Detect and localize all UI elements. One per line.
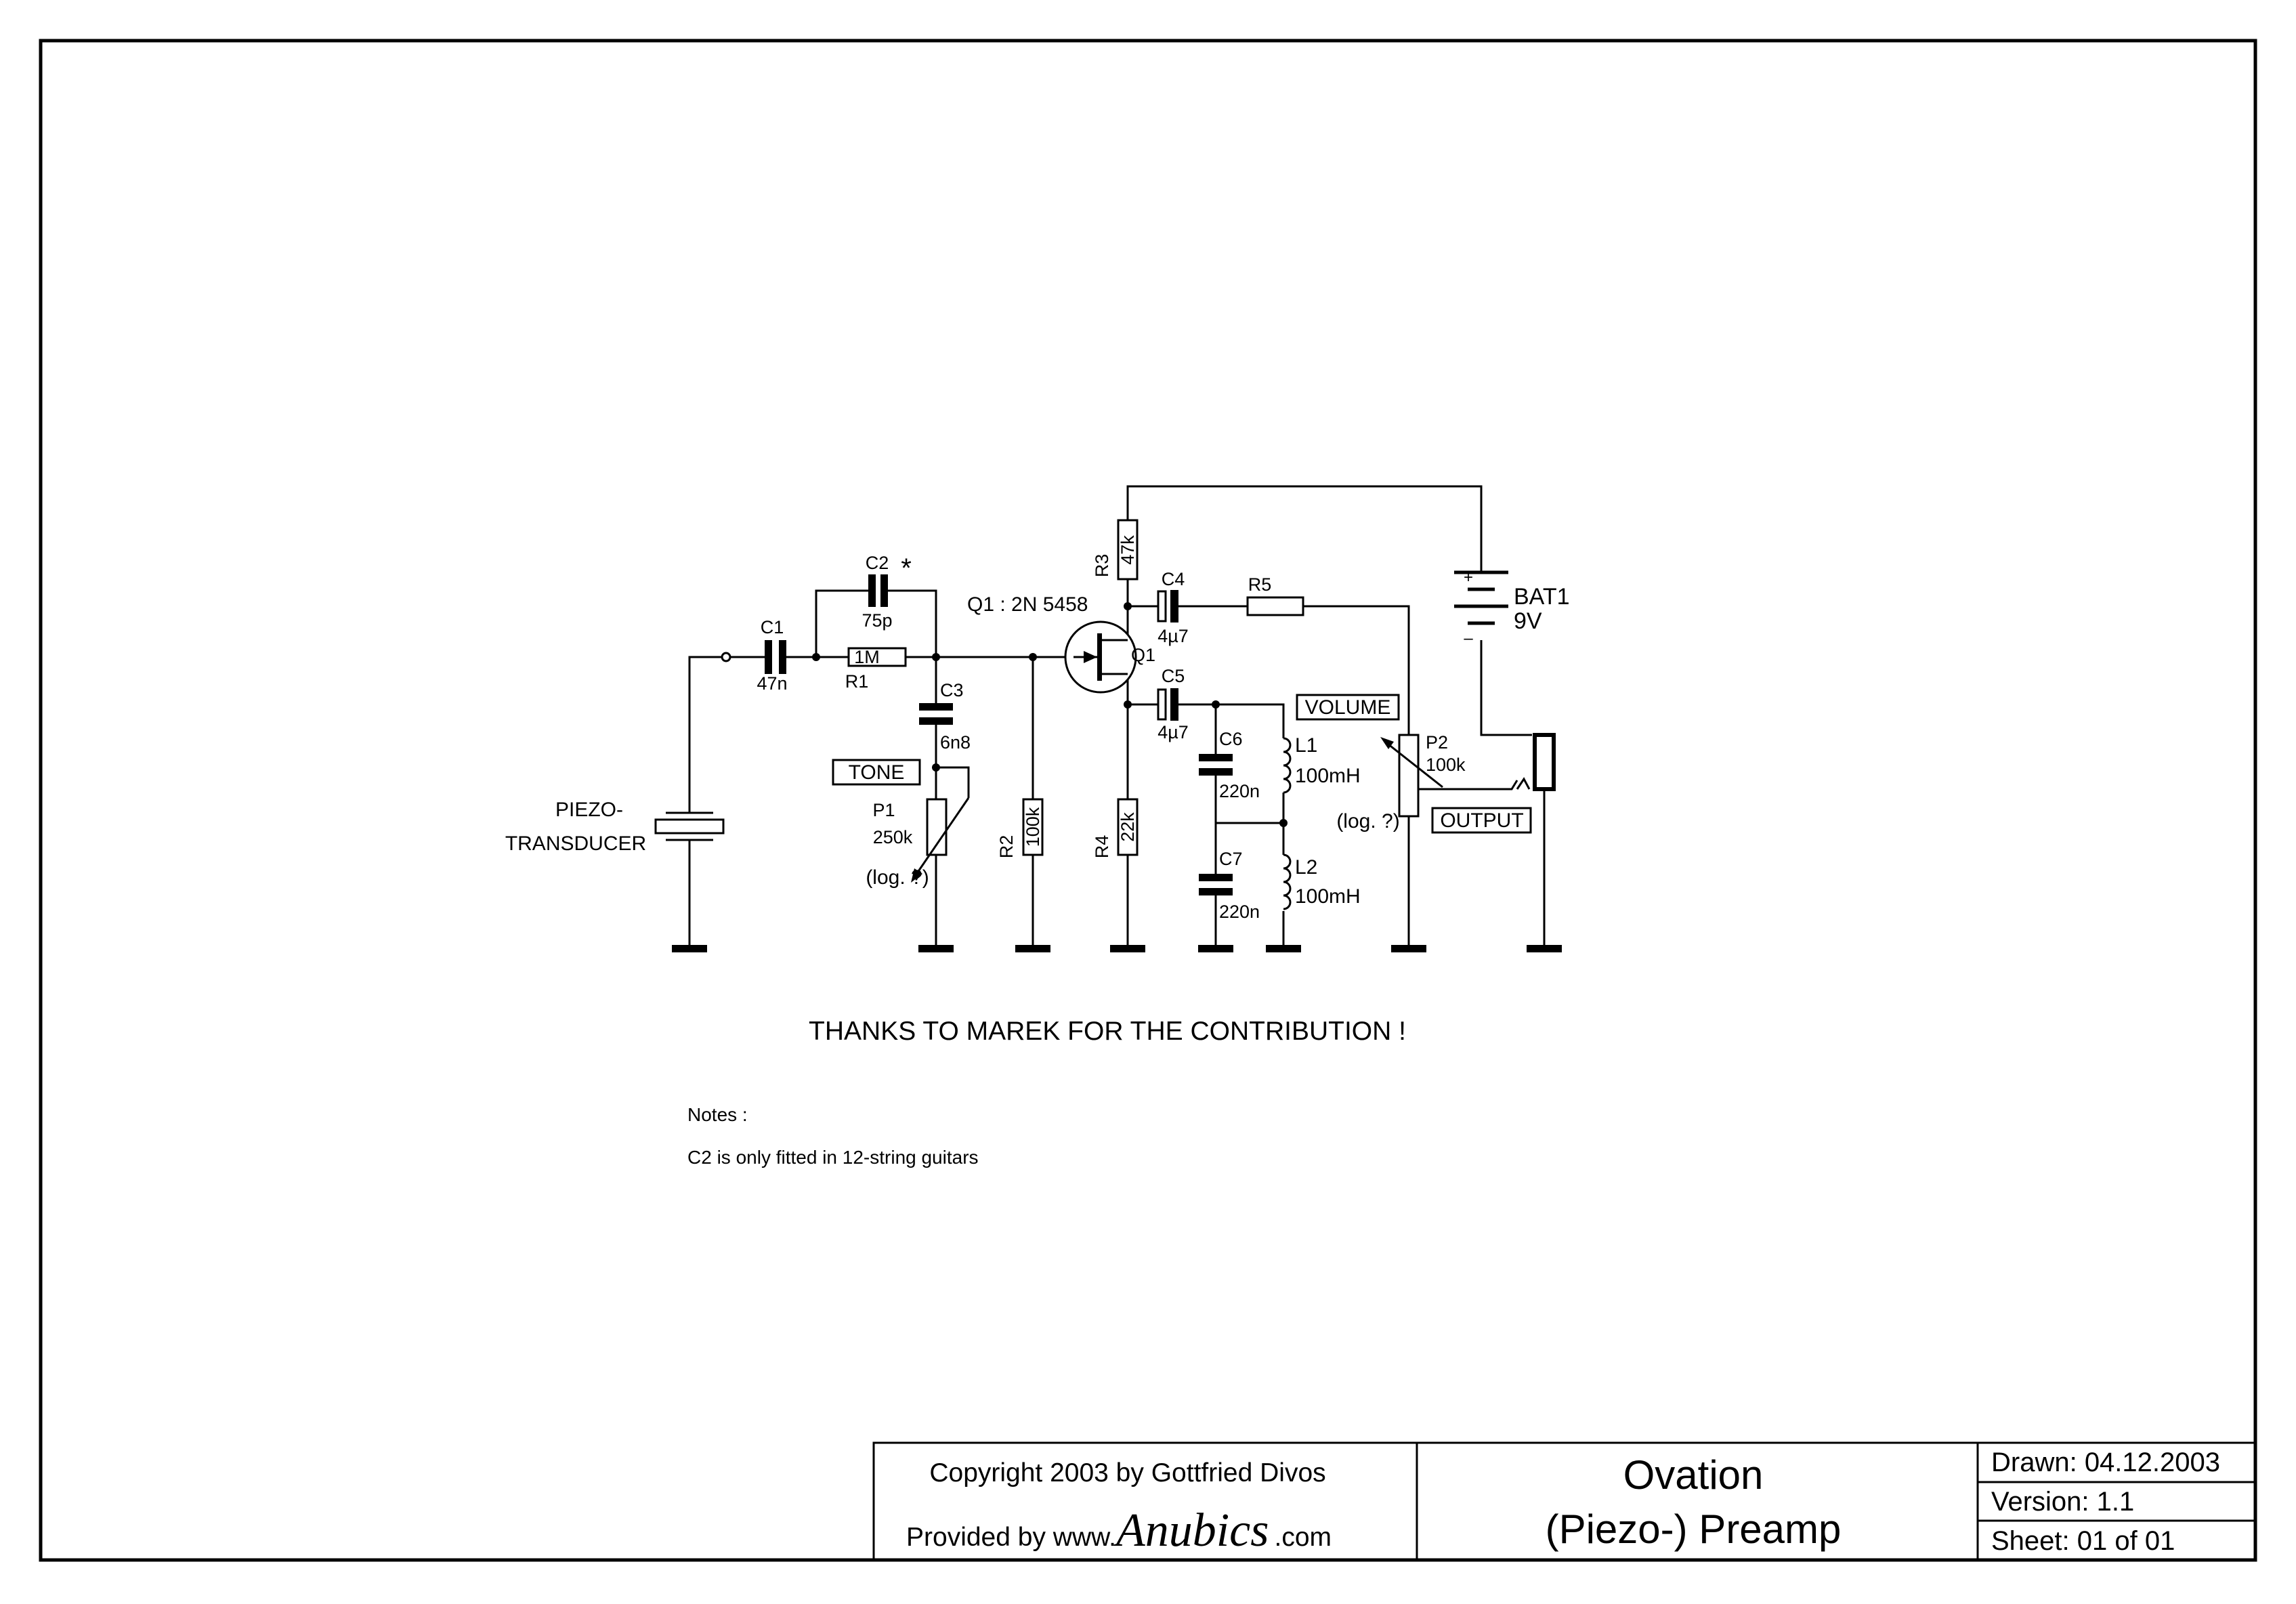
l1-ref: L1 bbox=[1295, 734, 1317, 757]
c7-value: 220n bbox=[1219, 902, 1260, 922]
notes-line: C2 is only fitted in 12-string guitars bbox=[687, 1147, 979, 1168]
c6-value: 220n bbox=[1219, 781, 1260, 801]
r3-ref: R3 bbox=[1092, 554, 1112, 578]
anubics-logo-text: Anubics bbox=[1113, 1504, 1269, 1557]
piezo-transducer bbox=[654, 811, 725, 841]
r5-ref: R5 bbox=[1248, 574, 1272, 595]
c5-ref: C5 bbox=[1162, 666, 1185, 686]
output-label-box bbox=[1431, 807, 1532, 834]
version-text: Version: 1.1 bbox=[1991, 1487, 2134, 1517]
resistor-r5 bbox=[1246, 596, 1304, 616]
p1-value: 250k bbox=[873, 827, 913, 847]
tone-label-box bbox=[832, 759, 921, 786]
output-jack bbox=[1516, 733, 1556, 791]
capacitor-c3 bbox=[919, 703, 953, 725]
c4-value: 4µ7 bbox=[1157, 626, 1189, 646]
p1-taper: (log. ?) bbox=[866, 866, 929, 889]
output-label: OUTPUT bbox=[1440, 809, 1523, 832]
wires bbox=[688, 485, 1546, 947]
capacitor-c2 bbox=[868, 574, 888, 607]
r4-ref: R4 bbox=[1092, 835, 1112, 859]
capacitor-c7 bbox=[1199, 874, 1233, 895]
c2-ref: C2 bbox=[866, 553, 889, 573]
capacitor-c4 bbox=[1157, 590, 1178, 622]
ground-symbols bbox=[672, 945, 1562, 952]
inductor-l1 bbox=[1283, 737, 1292, 794]
capacitor-c5 bbox=[1157, 688, 1178, 721]
notes-heading: Notes : bbox=[687, 1104, 748, 1125]
resistor-r2 bbox=[1022, 798, 1044, 856]
input-terminal bbox=[721, 652, 731, 662]
c3-ref: C3 bbox=[940, 680, 964, 700]
r2-ref: R2 bbox=[996, 835, 1017, 859]
capacitor-c6 bbox=[1199, 754, 1233, 776]
r4-value: 22k bbox=[1118, 812, 1138, 842]
junctions bbox=[812, 602, 1288, 827]
bat1-minus: – bbox=[1464, 629, 1473, 648]
piezo-label-line1: PIEZO- bbox=[555, 799, 623, 821]
transistor-q1 bbox=[1064, 620, 1137, 694]
c1-value: 47n bbox=[757, 673, 787, 694]
r2-value: 100k bbox=[1023, 807, 1043, 847]
c3-value: 6n8 bbox=[940, 732, 971, 753]
resistor-r3 bbox=[1117, 519, 1139, 581]
title-block bbox=[872, 1441, 2257, 1561]
battery-bat1 bbox=[1454, 570, 1508, 625]
c2-star-mark: * bbox=[901, 553, 912, 583]
p1-wiper-arrow bbox=[911, 797, 970, 883]
resistor-r4 bbox=[1117, 798, 1139, 856]
c7-ref: C7 bbox=[1219, 849, 1243, 869]
sheet-border bbox=[39, 39, 2257, 1562]
bat1-value: 9V bbox=[1514, 608, 1542, 634]
p2-wiper-arrow bbox=[1380, 737, 1443, 788]
c4-ref: C4 bbox=[1162, 569, 1185, 589]
l2-value: 100mH bbox=[1295, 885, 1361, 908]
l2-ref: L2 bbox=[1295, 856, 1317, 879]
thanks-text: THANKS TO MAREK FOR THE CONTRIBUTION ! bbox=[809, 1017, 1406, 1046]
potentiometer-p1 bbox=[926, 798, 948, 856]
resistor-r1 bbox=[847, 647, 907, 667]
provided-by-text: Provided by www.Anubics.com bbox=[906, 1504, 1332, 1557]
p1-ref: P1 bbox=[872, 800, 895, 820]
volume-label-box bbox=[1296, 694, 1400, 721]
r3-value: 47k bbox=[1118, 535, 1138, 565]
q1-heading: Q1 : 2N 5458 bbox=[967, 593, 1088, 616]
capacitor-c1 bbox=[765, 640, 786, 674]
c2-value: 75p bbox=[862, 610, 892, 631]
c1-ref: C1 bbox=[761, 617, 784, 637]
tone-label: TONE bbox=[849, 761, 905, 784]
potentiometer-p2 bbox=[1398, 734, 1420, 818]
p2-ref: P2 bbox=[1426, 732, 1448, 753]
c5-value: 4µ7 bbox=[1157, 722, 1189, 742]
p2-value: 100k bbox=[1426, 755, 1466, 775]
q1-ref: Q1 bbox=[1131, 645, 1155, 665]
bat1-ref: BAT1 bbox=[1514, 584, 1570, 610]
sheet-number: Sheet: 01 of 01 bbox=[1991, 1526, 2175, 1556]
drawn-date: Drawn: 04.12.2003 bbox=[1991, 1448, 2220, 1477]
piezo-label-line2: TRANSDUCER bbox=[505, 832, 646, 855]
l1-value: 100mH bbox=[1295, 765, 1361, 787]
c6-ref: C6 bbox=[1219, 729, 1243, 749]
title-line1: Ovation bbox=[1623, 1452, 1764, 1498]
bat1-plus: + bbox=[1464, 568, 1473, 587]
r1-value: 1M bbox=[854, 647, 880, 667]
inductor-l2 bbox=[1283, 853, 1292, 910]
volume-label: VOLUME bbox=[1305, 696, 1391, 719]
title-line2: (Piezo-) Preamp bbox=[1546, 1506, 1842, 1552]
p2-taper: (log. ?) bbox=[1336, 810, 1399, 832]
r1-ref: R1 bbox=[845, 671, 869, 692]
copyright-text: Copyright 2003 by Gottfried Divos bbox=[929, 1458, 1325, 1487]
